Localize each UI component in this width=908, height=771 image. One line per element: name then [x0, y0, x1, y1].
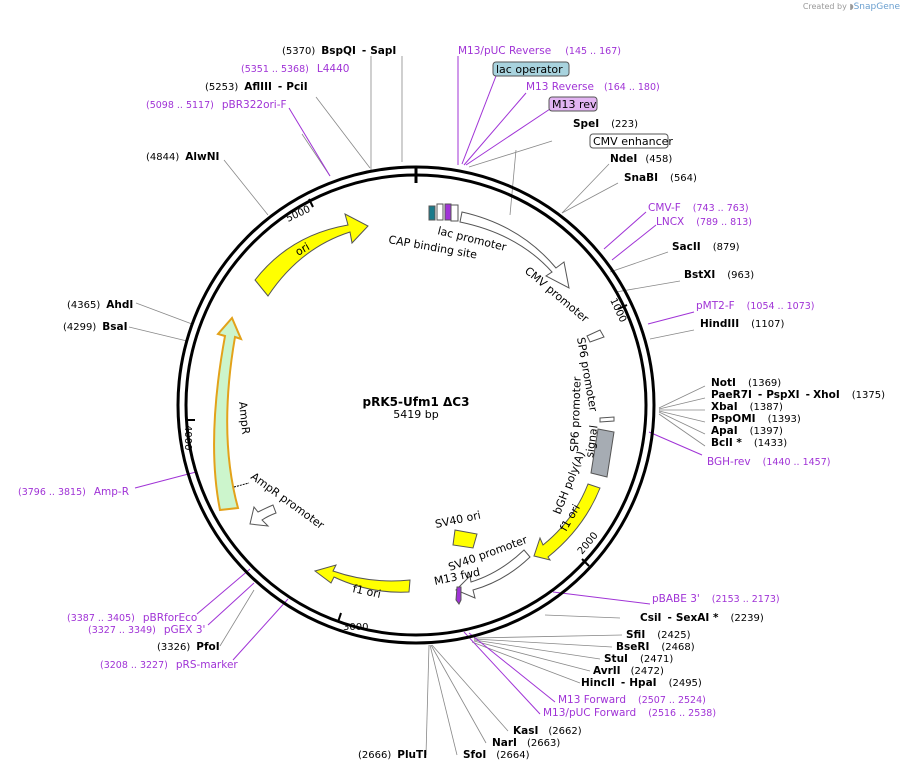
enzyme-bstxi: BstXI(963) [684, 269, 754, 281]
primer-lncx: LNCX(789 .. 813) [656, 216, 752, 228]
enzyme-pspomi: PspOMI(1393) [711, 413, 801, 425]
enzyme-bsai: (4299)BsaI [63, 321, 128, 333]
primer-m13-puc-forward: M13/pUC Forward(2516 .. 2538) [543, 707, 716, 719]
enzyme-avrii: AvrII(2472) [593, 665, 664, 677]
enzyme-snabi: SnaBI(564) [624, 172, 697, 184]
tick-2000: 2000 [576, 530, 601, 557]
enzyme-ahdi: (4365)AhdI [67, 299, 133, 311]
snapgene-logo-icon: ◗ [849, 2, 854, 11]
enzyme-hindiii: HindIII(1107) [700, 318, 784, 330]
plasmid-name: pRK5-Ufm1 ΔC3 [363, 395, 470, 409]
enzyme-nari: NarI(2663) [492, 737, 560, 749]
enzyme-noti: NotI(1369) [711, 377, 781, 389]
feature-shapes [213, 203, 615, 605]
primer-m13-reverse: M13 Reverse(164 .. 180) [526, 81, 660, 93]
primer-bgh-rev: BGH-rev(1440 .. 1457) [707, 456, 830, 468]
feature-ori-arrow [254, 213, 369, 297]
feature-m13-fwd-arrow [455, 586, 462, 605]
feature-cap-box [436, 203, 444, 221]
feature-f1-ori-arrow-left [313, 564, 411, 593]
enzyme-afliii: (5253)AflIII-PciI [205, 81, 308, 93]
primer-m13-puc-reverse: M13/pUC Reverse(145 .. 167) [458, 45, 621, 57]
primer-cmv-f: CMV-F(743 .. 763) [648, 202, 749, 214]
plasmid-size: 5419 bp [393, 408, 438, 421]
m13-rev-label: M13 rev [552, 98, 597, 111]
primer-labels: M13/pUC Reverse(145 .. 167) M13 Reverse(… [18, 45, 830, 719]
feature-sv40-promoter-arrow [455, 549, 531, 599]
cmv-enhancer-label-box [589, 133, 669, 149]
enzyme-spei: SpeI(223) [573, 118, 638, 130]
credit-brand: SnapGene [853, 2, 900, 12]
primer-pbabe-3: pBABE 3'(2153 .. 2173) [652, 593, 780, 605]
enzyme-bspqi: (5370)BspQI-SapI [282, 45, 396, 57]
feature-bgh-box [590, 428, 615, 478]
credit-prefix: Created by [802, 2, 847, 11]
enzyme-stui: StuI(2471) [604, 653, 673, 665]
primer-lines [134, 56, 703, 715]
tick-4000: 4000 [182, 425, 193, 450]
boxed-labels: lac operator M13 rev CMV enhancer [492, 61, 673, 149]
ticks [186, 198, 628, 623]
feature-m13rev-box [444, 203, 452, 221]
enzyme-sacii: SacII(879) [672, 241, 740, 253]
enzyme-ndei: NdeI(458) [610, 153, 672, 165]
m13-rev-label-box [548, 96, 598, 112]
primer-pbr322ori-f: (5098 .. 5117)pBR322ori-F [146, 99, 287, 111]
tick-3000: 3000 [343, 622, 368, 633]
feature-lac-promoter-box [450, 204, 459, 222]
feature-label-sv40-ori: SV40 ori [434, 509, 482, 531]
enzyme-alwni: (4844)AlwNI [146, 151, 219, 163]
enzyme-hincii: HincII-HpaI(2495) [581, 677, 702, 689]
feature-sp6-arrow [586, 329, 605, 343]
enzyme-labels-left: (5253)AflIII-PciI (4844)AlwNI (4365)AhdI… [63, 81, 427, 761]
credit: Created by ◗SnapGene [803, 2, 900, 12]
enzyme-sfii: SfiI(2425) [626, 629, 691, 641]
enzyme-pluti: (2666)PluTI [358, 749, 427, 761]
primer-amp-r: (3796 .. 3815)Amp-R [18, 486, 129, 498]
enzyme-bcli: BclI *(1433) [711, 437, 787, 449]
enzyme-bseri: BseRI(2468) [616, 641, 695, 653]
enzyme-apai: ApaI(1397) [711, 425, 783, 437]
feature-label-signal: signal [583, 424, 600, 458]
backbone [176, 165, 656, 645]
feature-cmv-arrow [459, 211, 570, 289]
feature-ampr-promoter-arrow [249, 504, 277, 527]
enzyme-paer7i: PaeR7I-PspXI-XhoI(1375) [711, 389, 885, 401]
primer-l4440: (5351 .. 5368)L4440 [241, 63, 349, 75]
enzyme-xbai: XbaI(1387) [711, 401, 783, 413]
feature-ampr-arrow [213, 316, 243, 512]
feature-label-f1-left: f1 ori [351, 582, 382, 601]
feature-label-ampr: AmpR [236, 401, 252, 435]
feature-label-ori: ori [293, 240, 312, 258]
feature-label-sp6-2: SP6 promoter [568, 376, 584, 452]
feature-sv40-ori-box [452, 529, 478, 549]
enzyme-pfoi: (3326)PfoI [157, 641, 220, 653]
feature-f1-ori-arrow-right [533, 483, 601, 561]
primer-pgex-3: (3327 .. 3349)pGEX 3' [88, 624, 205, 636]
primer-pbrforeco: (3387 .. 3405)pBRforEco [67, 612, 197, 624]
primer-prs-marker: (3208 .. 3227)pRS-marker [100, 659, 238, 671]
cmv-enhancer-label: CMV enhancer [593, 135, 673, 148]
feature-lac-operator-box [428, 205, 436, 221]
primer-pmt2-f: pMT2-F(1054 .. 1073) [696, 300, 815, 312]
lac-operator-label: lac operator [496, 63, 563, 76]
primer-m13-forward: M13 Forward(2507 .. 2524) [558, 694, 706, 706]
lac-operator-label-box [492, 61, 570, 77]
enzyme-kasi: KasI(2662) [513, 725, 582, 737]
feature-signal-arrow [599, 416, 615, 423]
enzyme-labels-right: (5370)BspQI-SapI SpeI(223) NdeI(458) Sna… [282, 45, 885, 761]
enzyme-sfoi: SfoI(2664) [463, 749, 530, 761]
enzyme-csii: CsiI-SexAI *(2239) [640, 612, 764, 624]
center-title: pRK5-Ufm1 ΔC3 5419 bp [363, 395, 470, 421]
leader-lines [128, 56, 706, 756]
